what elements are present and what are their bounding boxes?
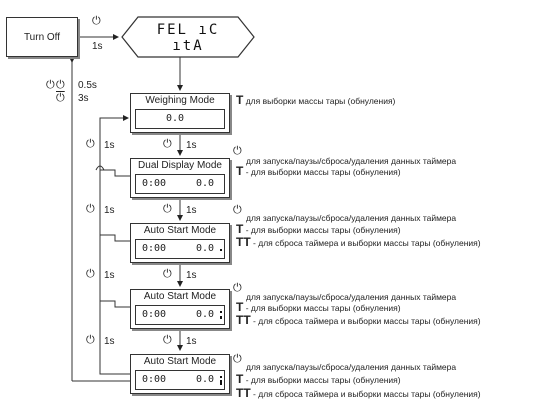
hold-time-label: 1s [92,41,103,52]
power-icon: ⏻ [86,334,95,346]
timer-tare-key: TT [236,235,251,249]
auto-start-indicator [220,316,222,319]
display-weight: 0.0 [166,113,185,124]
description-text: - для сброса таймера и выборки массы тар… [253,316,481,326]
description-text: - для выборки массы тары (обнуления) [245,375,401,385]
mode-description: TT - для сброса таймера и выборки массы … [236,313,481,327]
description-text: для запуска/паузы/сброса/удаления данных… [246,292,457,302]
power-icon: ⏻ [163,268,172,280]
mode-description: ⏻ [233,353,242,365]
display-timer: 0:00 [142,309,167,320]
hold-time-label: 1s [104,336,115,347]
power-icon: ⏻ [233,353,242,365]
power-icon: ⏻ [56,92,65,104]
display-timer: 0:00 [142,243,167,254]
tare-key: T [236,164,244,178]
turn-off-box: Turn Off [6,17,78,57]
description-text: - для сброса таймера и выборки массы тар… [253,238,481,248]
power-icon: ⏻ [233,145,242,157]
mode-title: Auto Start Mode [143,356,217,367]
mode-display: 0:00 0.0 [135,239,225,259]
tare-key: T [236,372,244,386]
power-icon: ⏻ [46,79,55,91]
timer-tare-key: TT [236,386,251,400]
hold-time-label: 0.5s [78,80,97,91]
mode-box-auto-start: Auto Start Mode 0:00 0.0 [130,289,230,329]
mode-box-weighing: Weighing Mode 0.0 [130,93,230,133]
timer-tare-key: TT [236,313,251,327]
power-icon: ⏻ [86,268,95,280]
display-timer: 0:00 [142,374,167,385]
tare-key: T [236,222,244,236]
hold-time-label: 1s [104,270,115,281]
welcome-display-text: FEL ıC ıtA [156,22,220,54]
mode-display: 0:00 0.0 [135,305,225,325]
power-icon: ⏻ [233,282,242,294]
mode-description: T для выборки массы тары (обнуления) [236,93,396,107]
welcome-display-shape [121,16,255,58]
hold-time-label: 1s [104,205,115,216]
hold-time-label: 3s [78,93,89,104]
mode-description: T - для выборки массы тары (обнуления) [236,164,401,178]
mode-description: T - для выборки массы тары (обнуления) [236,222,401,236]
mode-title: Weighing Mode [145,95,215,106]
power-icon: ⏻ [86,138,95,150]
description-text: для запуска/паузы/сброса/удаления данных… [246,156,457,166]
hold-time-label: 1s [186,140,197,151]
display-weight: 0.0 [196,374,215,385]
power-icon: ⏻ [92,15,101,27]
power-icon: ⏻ [163,334,172,346]
mode-title: Auto Start Mode [143,291,217,302]
display-weight: 0.0 [196,178,215,189]
description-text: для выборки массы тары (обнуления) [245,96,396,106]
description-text: для запуска/паузы/сброса/удаления данных… [246,362,457,372]
mode-title: Dual Display Mode [138,160,222,171]
auto-start-indicator [220,311,222,313]
description-text: - для выборки массы тары (обнуления) [245,167,401,177]
power-icon: ⏻ [163,138,172,150]
mode-description: TT - для сброса таймера и выборки массы … [236,386,481,400]
display-weight: 0.0 [196,309,215,320]
mode-description: T - для выборки массы тары (обнуления) [236,300,401,314]
mode-box-auto-start: Auto Start Mode 0:00 0.0 [130,223,230,263]
hold-time-label: 1s [186,270,197,281]
mode-box-dual-display: Dual Display Mode 0:00 0.0 [130,158,230,198]
turn-off-label: Turn Off [23,31,61,43]
mode-title: Auto Start Mode [143,225,217,236]
description-text: - для выборки массы тары (обнуления) [245,225,401,235]
description-text: - для выборки массы тары (обнуления) [245,303,401,313]
power-icon: ⏻ [86,203,95,215]
power-icon: ⏻ [56,79,65,91]
power-icon: ⏻ [233,204,242,216]
auto-start-indicator [220,249,222,251]
mode-display: 0:00 0.0 [135,174,225,194]
display-timer: 0:00 [142,178,167,189]
mode-display: 0.0 [135,109,225,129]
display-weight: 0.0 [196,243,215,254]
tare-key: T [236,300,244,314]
mode-description: ⏻ [233,145,242,157]
auto-start-indicator [220,376,222,378]
tare-key: T [236,93,244,107]
mode-description: T - для выборки массы тары (обнуления) [236,372,401,386]
auto-start-indicator [220,380,222,385]
description-text: для запуска/паузы/сброса/удаления данных… [246,213,457,223]
hold-time-label: 1s [186,205,197,216]
description-text: - для сброса таймера и выборки массы тар… [253,389,481,399]
hold-time-label: 1s [186,336,197,347]
mode-description: ⏻ [233,204,242,216]
mode-description: ⏻ [233,282,242,294]
hold-time-label: 1s [104,140,115,151]
mode-display: 0:00 0.0 [135,370,225,390]
power-icon: ⏻ [163,203,172,215]
mode-box-auto-start: Auto Start Mode 0:00 0.0 [130,354,230,394]
mode-description: TT - для сброса таймера и выборки массы … [236,235,481,249]
